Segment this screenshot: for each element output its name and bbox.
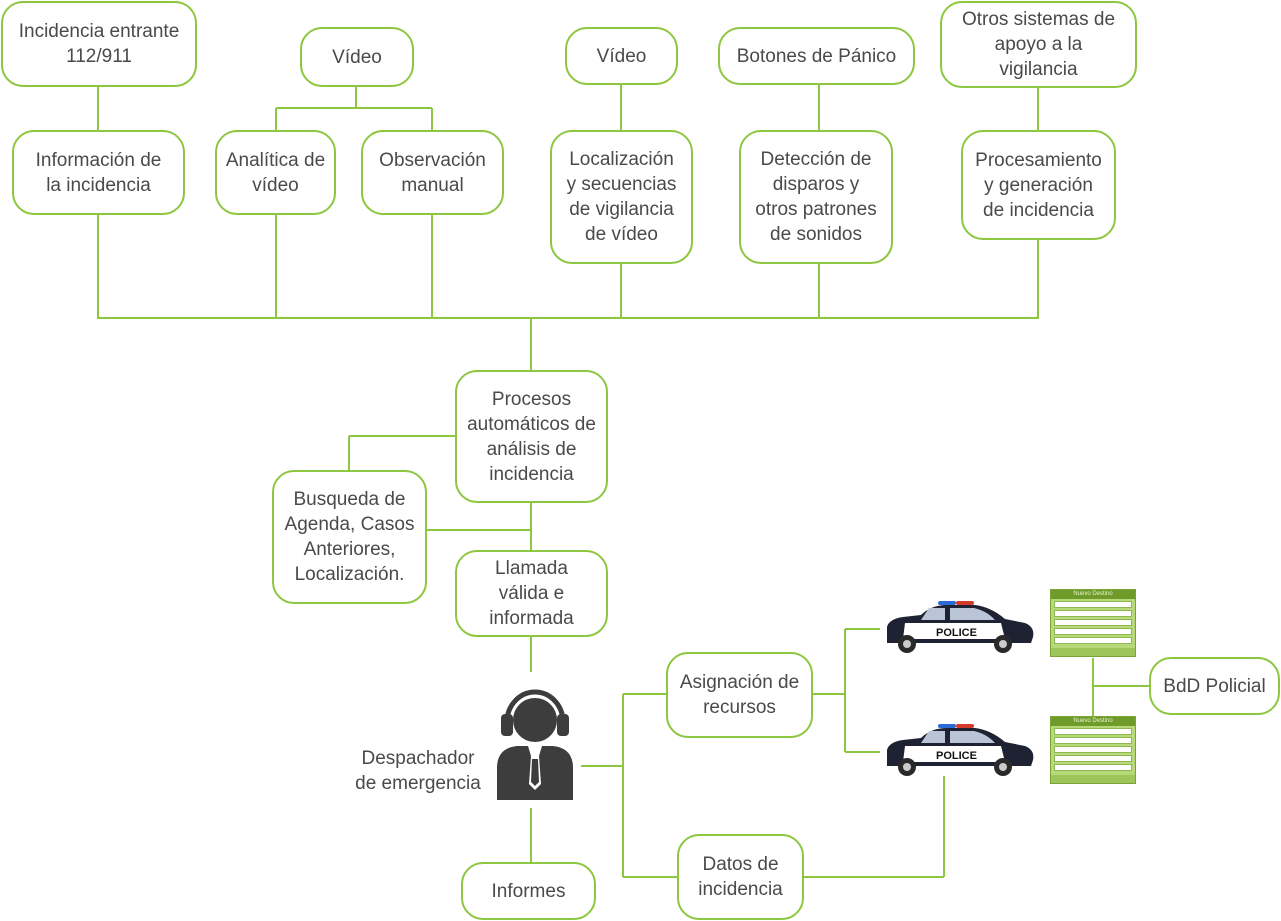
- node-label: Localización y secuencias de vigilancia …: [566, 149, 677, 245]
- node-datos-incidencia: Datos de incidencia: [677, 834, 804, 920]
- form-card-icon: Nuevo Destino: [1050, 589, 1136, 657]
- node-label: Detección de disparos y otros patrones d…: [755, 149, 877, 245]
- node-label: Incidencia entrante 112/911: [18, 21, 180, 67]
- node-label: Informes: [491, 880, 566, 902]
- form-card-row: [1054, 728, 1132, 735]
- form-card-row: [1054, 737, 1132, 744]
- form-card-footer: [1051, 648, 1135, 656]
- form-card-row: [1054, 619, 1132, 626]
- node-analitica-video: Analítica de vídeo: [215, 130, 336, 215]
- node-video-2: Vídeo: [565, 27, 678, 85]
- police-car-icon: POLICE: [887, 601, 1034, 653]
- node-label: Analítica de vídeo: [225, 149, 326, 196]
- police-car-icon: POLICE: [887, 724, 1034, 776]
- dispatcher-label: Despachador de emergencia: [350, 746, 486, 796]
- form-card-row: [1054, 755, 1132, 762]
- form-card-title: Nuevo Destino: [1051, 717, 1135, 726]
- form-card-row: [1054, 610, 1132, 617]
- node-botones-panico: Botones de Pánico: [718, 27, 915, 85]
- form-card-row: [1054, 628, 1132, 635]
- form-card-footer: [1051, 775, 1135, 783]
- node-label: Observación manual: [379, 149, 486, 196]
- node-label: Busqueda de Agenda, Casos Anteriores, Lo…: [284, 489, 415, 585]
- node-label: Datos de incidencia: [698, 854, 783, 900]
- node-procesamiento: Procesamiento y generación de incidencia: [961, 130, 1116, 240]
- node-label: Procesos automáticos de análisis de inci…: [467, 388, 596, 485]
- node-label: Asignación de recursos: [679, 672, 800, 718]
- node-label: Otros sistemas de apoyo a la vigilancia: [961, 9, 1116, 80]
- police-car-label: POLICE: [936, 627, 977, 639]
- form-card-icon: Nuevo Destino: [1050, 716, 1136, 784]
- node-label: Botones de Pánico: [736, 45, 897, 67]
- node-label: Información de la incidencia: [35, 149, 162, 196]
- form-card-row: [1054, 637, 1132, 644]
- node-bdd-policial: BdD Policial: [1149, 657, 1280, 715]
- node-incidencia-entrante: Incidencia entrante 112/911: [1, 1, 197, 87]
- node-video-1: Vídeo: [300, 27, 414, 87]
- node-llamada-valida: Llamada válida e informada: [455, 550, 608, 637]
- node-deteccion-disparos: Detección de disparos y otros patrones d…: [739, 130, 893, 264]
- node-label: BdD Policial: [1163, 675, 1266, 697]
- node-procesos-automaticos: Procesos automáticos de análisis de inci…: [455, 370, 608, 503]
- form-card-row: [1054, 601, 1132, 608]
- form-card-row: [1054, 746, 1132, 753]
- dispatcher-label-text: Despachador de emergencia: [355, 748, 481, 794]
- node-label: Vídeo: [332, 46, 382, 68]
- headset-operator-icon: [497, 689, 573, 800]
- node-informes: Informes: [461, 862, 596, 920]
- form-card-row: [1054, 764, 1132, 771]
- node-busqueda-agenda: Busqueda de Agenda, Casos Anteriores, Lo…: [272, 470, 427, 604]
- form-card-title: Nuevo Destino: [1051, 590, 1135, 599]
- node-observacion-manual: Observación manual: [361, 130, 504, 215]
- node-label: Procesamiento y generación de incidencia: [975, 149, 1102, 221]
- node-asignacion-recursos: Asignación de recursos: [666, 652, 813, 738]
- node-informacion-incidencia: Información de la incidencia: [12, 130, 185, 215]
- police-car-label: POLICE: [936, 750, 977, 762]
- node-localizacion-secuencias: Localización y secuencias de vigilancia …: [550, 130, 693, 264]
- node-otros-sistemas: Otros sistemas de apoyo a la vigilancia: [940, 1, 1137, 88]
- node-label: Vídeo: [596, 45, 647, 67]
- node-label: Llamada válida e informada: [489, 558, 574, 629]
